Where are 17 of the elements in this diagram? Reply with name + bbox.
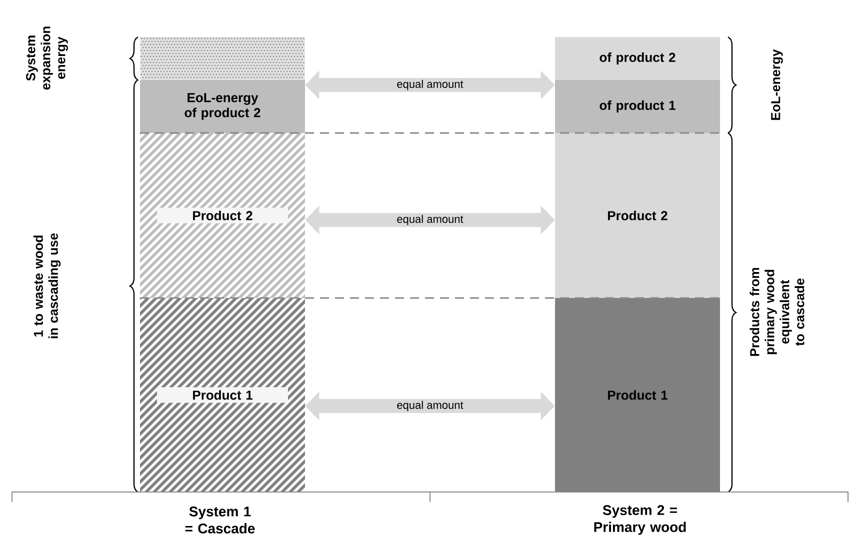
- brace-label: 1 to waste wood in cascading use: [33, 233, 61, 338]
- stacked-block: Product 2: [555, 133, 720, 298]
- edge-label: equal amount: [397, 214, 464, 226]
- dotted-block: [140, 37, 305, 80]
- edge-label: equal amount: [397, 80, 464, 90]
- stacked-block: of product 2: [555, 37, 720, 80]
- axis-label: System 2 = Primary wood: [594, 505, 686, 535]
- hatched-block: Product 2: [140, 133, 305, 298]
- stacked-block: EoL-energy of product 2: [140, 80, 305, 133]
- edge-label: equal amount: [397, 400, 464, 412]
- brace-label: System expansion energy: [26, 26, 68, 90]
- stacked-block: of product 1: [555, 80, 720, 133]
- brace-label: Products from primary wood equivalent to cascade: [750, 268, 804, 356]
- axis-label: System 1 = Cascade: [185, 506, 255, 534]
- brace-label: EoL-energy: [771, 49, 783, 120]
- hatched-block: Product 1: [140, 298, 305, 492]
- stacked-block: Product 1: [555, 298, 720, 492]
